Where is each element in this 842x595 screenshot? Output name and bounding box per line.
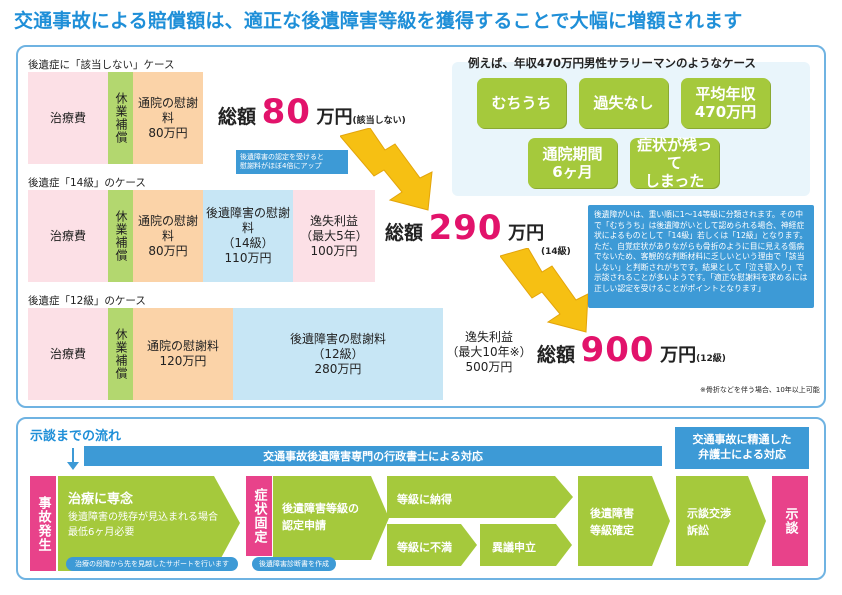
cell-disability-consolation: 後遺障害の慰謝料 （12級） 280万円 — [233, 308, 443, 400]
cell-disability-consolation: 後遺障害の慰謝料 （14級） 110万円 — [203, 190, 293, 282]
down-arrow-icon — [67, 448, 79, 470]
cell-visit-consolation: 通院の慰謝料 80万円 — [133, 72, 203, 164]
step-appeal: 異議申立 — [492, 541, 536, 554]
step-apply: 後遺障害等級の 認定申請 — [282, 502, 359, 532]
cell-leave-compensation: 休業補償 — [108, 190, 133, 282]
cell-visit-consolation: 通院の慰謝料 80万円 — [133, 190, 203, 282]
arrow-down-right-2 — [500, 248, 589, 333]
arrow-down-right-1 — [340, 128, 433, 211]
flow-title: 示談までの流れ — [30, 429, 122, 444]
step-treatment-shape — [58, 476, 240, 571]
step-confirm-shape — [578, 476, 670, 566]
tag-symptoms: 症状が残って しまった — [630, 136, 719, 190]
cell-treatment-cost: 治療費 — [28, 72, 108, 164]
total-note-14: (14級) — [541, 247, 571, 257]
step-appeal-shape — [480, 524, 572, 566]
step-confirm: 後遺障害 等級確定 — [590, 507, 634, 537]
case-label-14: 後遺症「14級」のケース — [28, 177, 146, 189]
tag-income: 平均年収 470万円 — [681, 78, 770, 128]
lawyer-bar: 交通事故に精通した 弁護士による対応 — [675, 427, 809, 469]
step-accept: 等級に納得 — [397, 493, 452, 506]
step-accept-shape — [387, 476, 573, 518]
cell-lost-profit: 逸失利益 （最大5年） 100万円 — [293, 190, 375, 282]
example-heading: 例えば、年収470万円男性サラリーマンのようなケース — [468, 56, 756, 70]
step-reject: 等級に不満 — [397, 541, 452, 554]
page-title: 交通事故による賠償額は、適正な後遺障害等級を獲得することで大幅に増額されます — [14, 10, 743, 32]
tag-visit-period: 通院期間 6ヶ月 — [528, 138, 617, 188]
step-treatment-sub: 治療の段階から先を見越したサポートを行います — [66, 557, 238, 571]
admin-scrivener-bar: 交通事故後遺障害専門の行政書士による対応 — [84, 446, 662, 466]
step-treatment-title: 治療に専念 — [68, 492, 134, 507]
total-case-none: 総額 80 万円(該当しない) — [218, 92, 406, 132]
step-negotiate: 示談交渉 訴訟 — [687, 507, 731, 537]
footnote: ※骨折などを伴う場合、10年以上可能 — [700, 386, 820, 394]
case-label-none: 後遺症に「該当しない」ケース — [28, 59, 175, 71]
total-case-12: 総額 900 万円(12級) — [537, 330, 726, 370]
step-negotiate-shape — [676, 476, 766, 566]
step-treatment-body: 後遺障害の残存が見込まれる場合 最低6ヶ月必要 — [68, 512, 218, 538]
cell-treatment-cost: 治療費 — [28, 190, 108, 282]
cell-leave-compensation: 休業補償 — [108, 72, 133, 164]
step-settlement: 示談 — [772, 476, 808, 566]
step-symptom-fixed: 症状固定 — [246, 476, 272, 556]
arrow-note: 後遺障害の認定を受けると 慰謝料がほぼ4倍にアップ — [236, 150, 348, 175]
info-box: 後遺障がいは、重い順に1〜14等級に分類されます。その中で「むちうち」は後遺障が… — [588, 205, 814, 308]
tag-no-fault: 過失なし — [579, 78, 668, 128]
case-label-12: 後遺症「12級」のケース — [28, 295, 146, 307]
total-case-14: 総額 290 万円 — [385, 208, 545, 248]
step-reject-shape — [387, 524, 477, 566]
cell-visit-consolation: 通院の慰謝料 120万円 — [133, 308, 233, 400]
cell-lost-profit: 逸失利益 （最大10年※） 500万円 — [446, 329, 532, 374]
step-apply-shape — [273, 476, 389, 560]
tag-whiplash: むちうち — [477, 78, 566, 128]
cell-leave-compensation: 休業補償 — [108, 308, 133, 400]
step-apply-sub: 後遺障害診断書を作成 — [252, 557, 336, 571]
step-accident: 事故発生 — [30, 476, 56, 571]
cell-treatment-cost: 治療費 — [28, 308, 108, 400]
